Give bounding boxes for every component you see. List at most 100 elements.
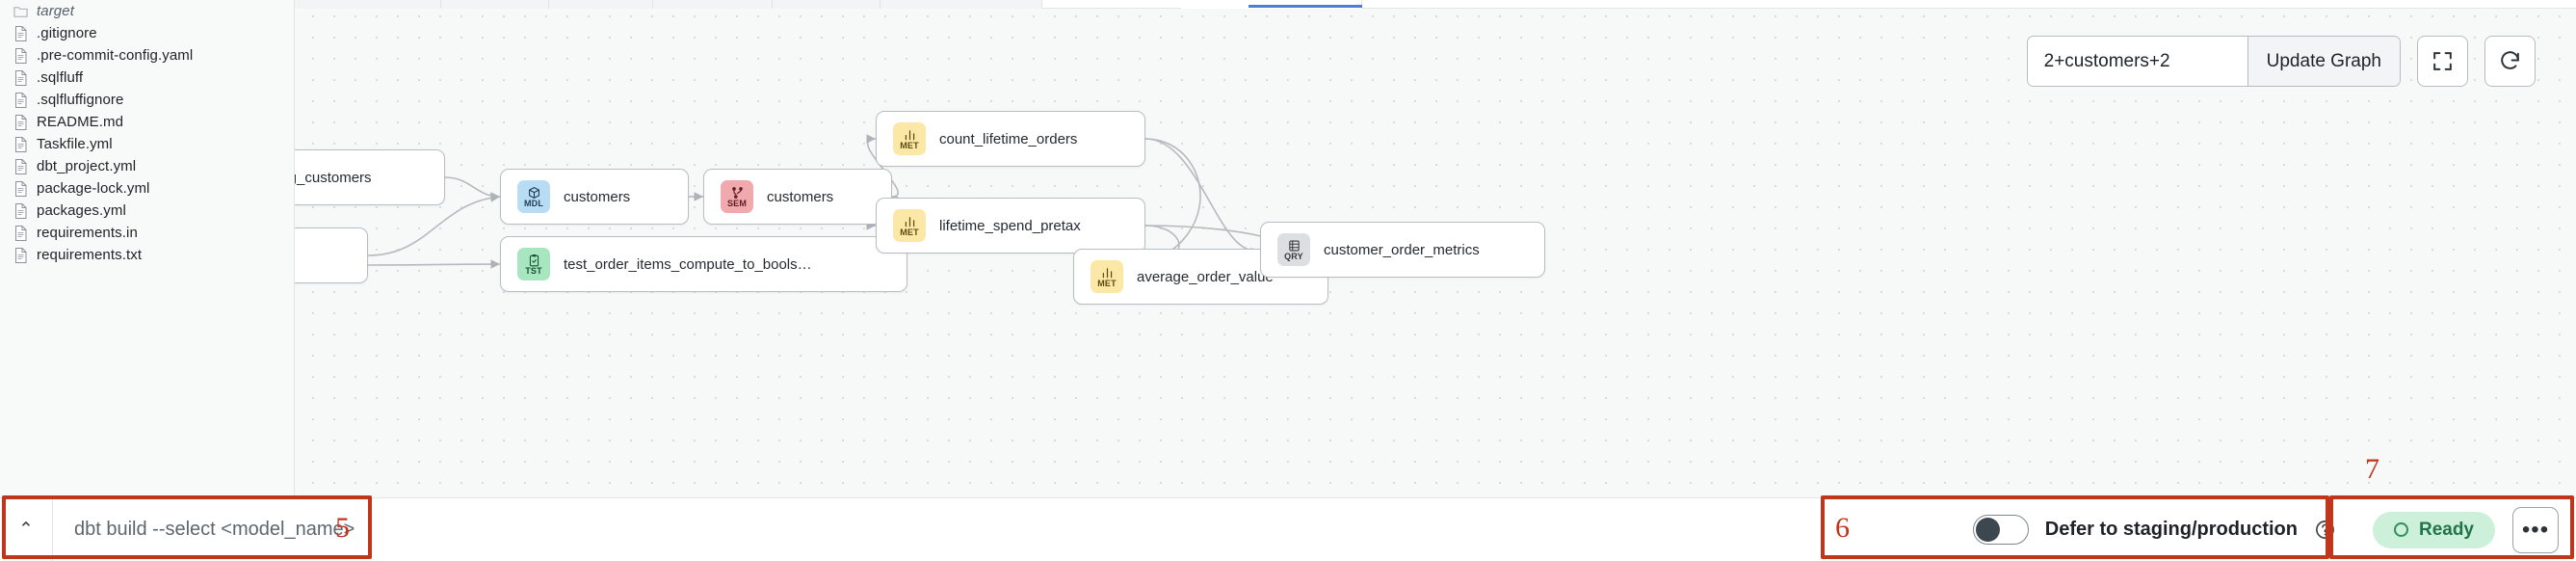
- status-badge[interactable]: Ready: [2372, 511, 2495, 548]
- graph-node-customers_mdl[interactable]: MDL customers: [500, 169, 689, 225]
- file-list-item[interactable]: packages.yml: [0, 200, 294, 222]
- file-name: requirements.txt: [37, 247, 143, 263]
- graph-node-label: customers: [564, 188, 631, 205]
- defer-control-group: Defer to staging/production: [1972, 515, 2352, 545]
- command-expand-caret[interactable]: ⌃: [0, 498, 53, 561]
- tab-segment[interactable]: [549, 0, 653, 9]
- status-dot-icon: [2393, 522, 2408, 537]
- node-type-badge-sem: SEM: [721, 180, 753, 213]
- file-icon: [15, 114, 27, 130]
- file-list-item[interactable]: requirements.in: [0, 222, 294, 244]
- node-type-glyph: [730, 186, 745, 200]
- graph-node-label: stg_customers: [295, 169, 372, 186]
- node-type-code: SEM: [726, 198, 748, 208]
- toggle-knob: [1975, 518, 2000, 542]
- file-name: dbt_project.yml: [37, 158, 137, 174]
- file-name: requirements.in: [37, 225, 138, 241]
- file-name: .pre-commit-config.yaml: [37, 47, 194, 64]
- file-explorer-panel: target .gitignore .pre-commit-config.yam…: [0, 0, 295, 497]
- branch-icon: [731, 186, 743, 199]
- node-type-badge-met: MET: [1091, 260, 1123, 293]
- file-name: .sqlfluffignore: [37, 92, 124, 108]
- graph-node-label: customers: [767, 188, 834, 205]
- defer-toggle[interactable]: [1972, 515, 2029, 545]
- file-icon: [15, 69, 27, 86]
- bar-chart-icon: [905, 216, 914, 227]
- node-type-glyph: [903, 128, 917, 142]
- update-graph-button[interactable]: Update Graph: [2247, 37, 2400, 86]
- graph-node-orders[interactable]: orders: [295, 227, 368, 283]
- file-icon: [15, 25, 27, 41]
- file-icon: [15, 92, 27, 108]
- lineage-graph-canvas[interactable]: stg_customersorders MDL customers TST te…: [295, 0, 2576, 497]
- tab-segment[interactable]: [773, 0, 881, 9]
- bar-chart-icon: [905, 129, 914, 140]
- database-query-icon: [1288, 240, 1300, 251]
- node-type-badge-tst: TST: [517, 248, 550, 280]
- cube-icon: [528, 186, 539, 199]
- refresh-glyph: [2501, 51, 2519, 69]
- file-list-item[interactable]: .sqlfluffignore: [0, 89, 294, 111]
- file-name: package-lock.yml: [37, 180, 150, 197]
- file-list: target .gitignore .pre-commit-config.yam…: [0, 0, 294, 266]
- bar-chart-icon: [1102, 267, 1112, 278]
- tab-segment[interactable]: [441, 0, 549, 9]
- file-icon: [15, 180, 27, 197]
- active-tab-underline: [1249, 5, 1362, 8]
- graph-node-test_order_items[interactable]: TST test_order_items_compute_to_bools…: [500, 236, 907, 292]
- node-type-code: MET: [900, 227, 919, 237]
- graph-node-label: customer_order_metrics: [1324, 241, 1480, 258]
- file-name: .gitignore: [37, 25, 97, 41]
- file-list-item[interactable]: requirements.txt: [0, 244, 294, 266]
- fullscreen-icon[interactable]: [2417, 36, 2468, 87]
- file-list-item[interactable]: package-lock.yml: [0, 177, 294, 200]
- node-selector-input[interactable]: [2027, 37, 2247, 86]
- file-list-item[interactable]: .sqlfluff: [0, 67, 294, 89]
- node-type-glyph: [903, 215, 917, 228]
- defer-label: Defer to staging/production: [2044, 519, 2298, 540]
- file-list-item[interactable]: .pre-commit-config.yaml: [0, 44, 294, 67]
- file-list-item[interactable]: target: [0, 0, 294, 22]
- file-list-item[interactable]: dbt_project.yml: [0, 155, 294, 177]
- node-type-code: MET: [1097, 278, 1117, 288]
- status-label: Ready: [2418, 519, 2474, 540]
- question-circle-icon[interactable]: [2314, 519, 2336, 541]
- node-type-code: MDL: [523, 198, 544, 208]
- graph-node-count_lifetime_orders[interactable]: MET count_lifetime_orders: [876, 111, 1145, 167]
- graph-toolbar: Update Graph: [2026, 36, 2536, 87]
- file-name: README.md: [37, 114, 124, 130]
- file-name: packages.yml: [37, 202, 126, 219]
- file-icon: [15, 247, 27, 263]
- bottom-status-bar: ⌃ Defer to staging/production Ready •••: [0, 497, 2576, 561]
- file-name: Taskfile.yml: [37, 136, 113, 152]
- node-type-glyph: [1287, 239, 1301, 253]
- node-type-code: MET: [900, 140, 919, 150]
- node-type-badge-qry: QRY: [1277, 233, 1310, 266]
- selector-combo: Update Graph: [2026, 36, 2401, 87]
- tab-segment[interactable]: [881, 0, 1042, 9]
- graph-node-lifetime_spend_pretax[interactable]: MET lifetime_spend_pretax: [876, 198, 1145, 254]
- graph-node-label: test_order_items_compute_to_bools…: [564, 255, 812, 273]
- refresh-icon[interactable]: [2484, 36, 2536, 87]
- graph-node-label: count_lifetime_orders: [939, 130, 1078, 147]
- folder-icon: [13, 6, 28, 17]
- graph-node-customer_order_metrics[interactable]: QRY customer_order_metrics: [1260, 222, 1545, 278]
- file-list-item[interactable]: Taskfile.yml: [0, 133, 294, 155]
- file-name: target: [37, 3, 74, 19]
- graph-node-label: average_order_value: [1137, 268, 1274, 285]
- file-list-item[interactable]: README.md: [0, 111, 294, 133]
- file-icon: [15, 136, 27, 152]
- file-list-item[interactable]: .gitignore: [0, 22, 294, 44]
- file-icon: [15, 47, 27, 64]
- tab-segment[interactable]: [653, 0, 773, 9]
- graph-node-stg_customers[interactable]: stg_customers: [295, 149, 445, 205]
- tab-segment-active[interactable]: [1181, 0, 1362, 9]
- node-type-glyph: [527, 186, 541, 200]
- tab-segment[interactable]: [295, 0, 441, 9]
- dbt-command-input[interactable]: [53, 498, 592, 561]
- node-type-badge-met: MET: [893, 122, 926, 155]
- file-icon: [15, 158, 27, 174]
- graph-node-customers_sem[interactable]: SEM customers: [703, 169, 892, 225]
- more-options-button[interactable]: •••: [2512, 506, 2559, 553]
- node-type-code: TST: [525, 265, 542, 276]
